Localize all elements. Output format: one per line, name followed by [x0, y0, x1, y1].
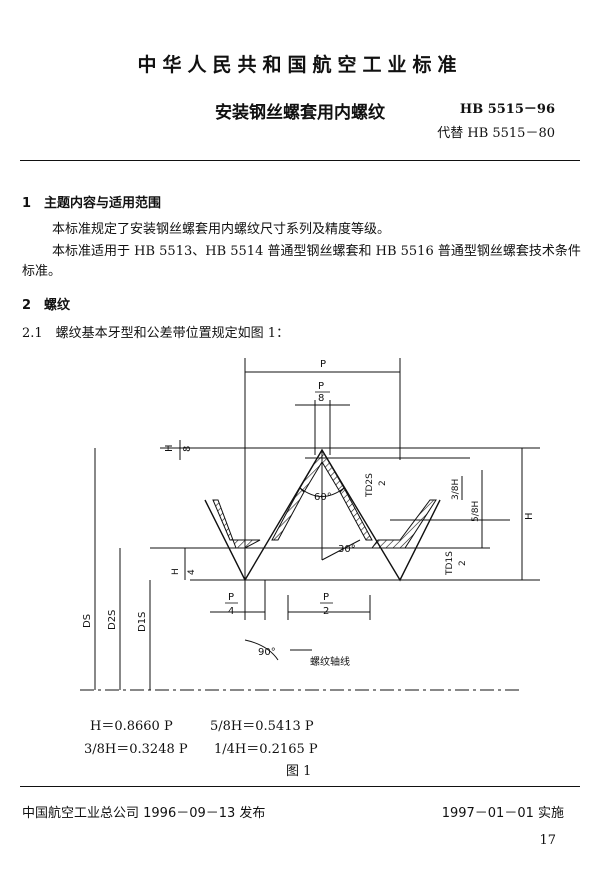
- effective-date: 1997－01－01 实施: [441, 806, 564, 821]
- section-1-para-2-line-2: 标准。: [22, 264, 62, 279]
- label-90-deg: 90°: [258, 647, 276, 658]
- label-td2s-den: 2: [378, 480, 388, 486]
- label-h4-den: 4: [187, 569, 197, 575]
- label-p: P: [320, 359, 326, 370]
- label-three-eighths-h: 3/8H: [451, 479, 461, 500]
- figure-caption: 图 1: [286, 764, 312, 779]
- label-h8-den: 8: [182, 446, 193, 452]
- label-p4-den: 4: [228, 606, 234, 617]
- half-angle-ray: [321, 539, 361, 561]
- label-h8-num: H: [164, 444, 175, 452]
- section-1-para-1: 本标准规定了安装钢丝螺套用内螺纹尺寸系列及精度等级。: [52, 222, 391, 237]
- section-2-1-text: 2.1 螺纹基本牙型和公差带位置规定如图 1：: [22, 326, 290, 341]
- label-d1s: D1S: [137, 612, 148, 632]
- label-td2s: TD2S: [365, 473, 375, 498]
- org-title: 中华人民共和国航空工业标准: [137, 54, 463, 76]
- section-1-para-2-line-1: 本标准适用于 HB 5513、HB 5514 普通型钢丝螺套和 HB 5516 …: [52, 244, 581, 259]
- formula-quarter-h: 1/4H＝0.2165 P: [214, 742, 318, 757]
- label-td1s: TD1S: [445, 551, 455, 576]
- replaces-code: 代替 HB 5515－80: [437, 126, 555, 141]
- label-td1s-den: 2: [458, 560, 468, 566]
- label-d2s: D2S: [107, 610, 118, 630]
- section-2-heading: 2 螺纹: [22, 298, 71, 313]
- label-p8-num: P: [318, 381, 324, 392]
- sixty-degree-arc: [299, 487, 345, 497]
- formula-three-eighths-h: 3/8H＝0.3248 P: [84, 742, 188, 757]
- label-60-deg: 60°: [314, 492, 332, 503]
- left-tolerance-zone: [212, 499, 261, 549]
- label-h4-num: H: [171, 568, 181, 575]
- label-p8-den: 8: [318, 393, 324, 404]
- page-number: 17: [539, 833, 556, 848]
- section-1-heading: 1 主题内容与适用范围: [22, 196, 162, 211]
- label-p2-num: P: [323, 592, 329, 603]
- document-title: 安装钢丝螺套用内螺纹: [215, 103, 385, 123]
- right-tolerance-zone: [371, 499, 437, 549]
- label-h: H: [524, 512, 535, 520]
- standard-code: HB 5515－96: [459, 102, 555, 117]
- formula-five-eighths-h: 5/8H＝0.5413 P: [210, 719, 314, 734]
- footer-rule: [20, 786, 580, 787]
- label-ds: DS: [82, 614, 93, 628]
- label-p4-num: P: [228, 592, 234, 603]
- right-flank-zone: [339, 487, 373, 541]
- label-p2-den: 2: [323, 606, 329, 617]
- label-five-eighths-h: 5/8H: [471, 501, 481, 522]
- header-rule: [20, 160, 580, 161]
- label-30-deg: 30°: [338, 544, 356, 555]
- label-thread-axis: 螺纹轴线: [310, 655, 350, 668]
- ninety-degree-arc: [244, 639, 279, 661]
- thread-profile-figure: P P 8 H 8 H 60° 30° TD2S 2 3/8H 5/8H H 4…: [80, 358, 540, 691]
- left-flank-zone: [271, 487, 305, 541]
- publisher-line: 中国航空工业总公司 1996－09－13 发布: [22, 806, 266, 821]
- formula-h: H＝0.8660 P: [90, 719, 173, 734]
